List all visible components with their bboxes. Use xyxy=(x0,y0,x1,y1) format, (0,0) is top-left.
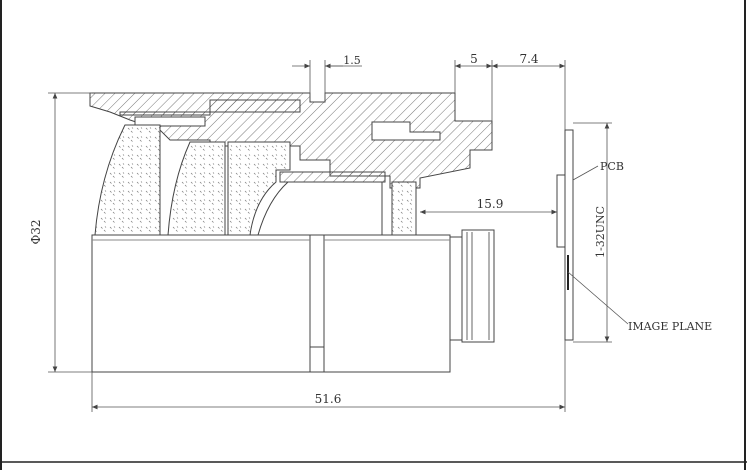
barrel-neck xyxy=(309,346,325,373)
dim-label-mount-thread: 1-32UNC xyxy=(594,206,607,258)
barrel-front-block xyxy=(91,234,311,373)
dimension-lines xyxy=(48,60,629,412)
pcb-assembly xyxy=(556,129,574,341)
image-plane-leader xyxy=(567,271,629,325)
dim-label-back-focal: 15.9 xyxy=(477,197,504,211)
callout-image-plane: IMAGE PLANE xyxy=(628,320,712,333)
dim-label-top-mid: 5 xyxy=(470,52,478,66)
dim-label-diameter: Φ32 xyxy=(29,219,43,244)
lens-housing xyxy=(89,92,493,189)
lens-barrel xyxy=(91,229,495,373)
pcb-board xyxy=(564,129,574,341)
lens-element-2 xyxy=(167,141,226,236)
lens-cavity xyxy=(257,181,383,236)
mount-flange xyxy=(449,236,463,341)
lens-element-4 xyxy=(391,181,417,236)
dim-label-overall-length: 51.6 xyxy=(315,392,342,406)
lens-element-1 xyxy=(94,124,161,236)
dim-label-top-gap: 1.5 xyxy=(343,54,361,67)
image-sensor xyxy=(556,174,566,248)
dim-label-top-right: 7.4 xyxy=(519,52,538,66)
callout-pcb: PCB xyxy=(600,160,624,173)
barrel-rear-block xyxy=(323,234,451,373)
glass-elements xyxy=(94,124,417,236)
pcb-leader xyxy=(572,165,599,181)
